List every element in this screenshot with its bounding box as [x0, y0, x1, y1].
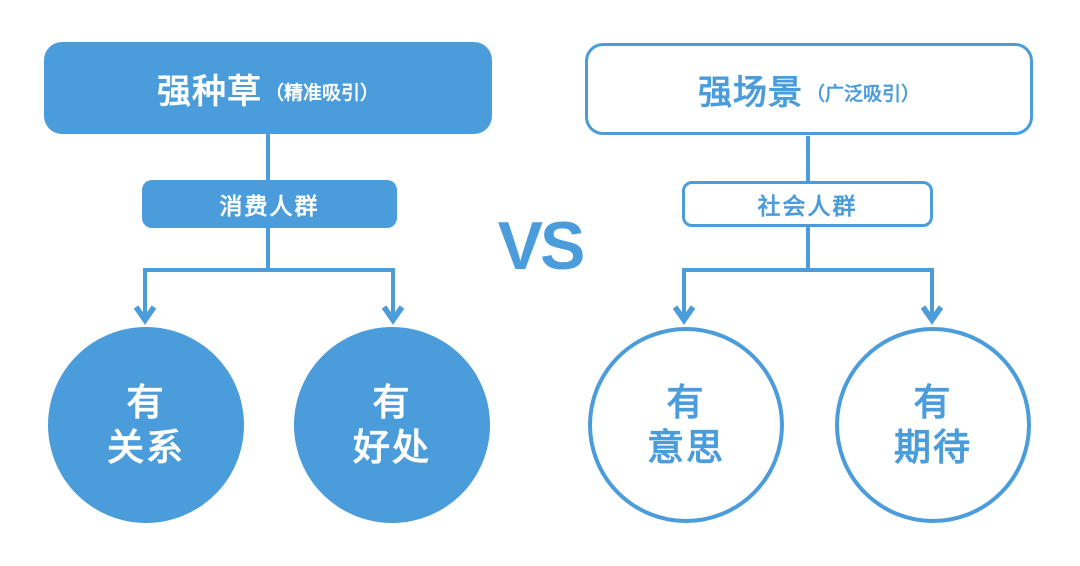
arrowhead-down-icon — [672, 305, 696, 325]
left-group-label: 消费人群 — [219, 193, 320, 219]
vs-label: VS — [497, 208, 586, 284]
right-header-subtitle: （广泛吸引） — [805, 84, 920, 105]
right-group-box: 社会人群 — [682, 181, 933, 227]
left-circle-2: 有 好处 — [294, 327, 490, 523]
right-header-title: 强场景 — [697, 73, 803, 112]
arrowhead-down-icon — [381, 305, 405, 325]
left-circle-1-line1: 有 — [126, 381, 166, 423]
left-circle-1-line2: 关系 — [107, 427, 185, 468]
left-circle-2-line2: 好处 — [353, 427, 431, 468]
right-header-box: 强场景 （广泛吸引） — [585, 43, 1033, 135]
arrowhead-down-icon — [920, 305, 944, 325]
left-header-title: 强种草 — [156, 72, 262, 111]
arrowhead-down-icon — [133, 305, 157, 325]
right-circle-1-line2: 意思 — [647, 427, 725, 468]
left-circle-1: 有 关系 — [48, 327, 244, 523]
right-circle-1: 有 意思 — [588, 327, 784, 523]
right-circle-2-line1: 有 — [913, 381, 953, 423]
left-header-subtitle: （精准吸引） — [264, 83, 379, 104]
left-header-box: 强种草 （精准吸引） — [44, 42, 492, 134]
right-circle-1-line1: 有 — [666, 381, 706, 423]
right-circle-2: 有 期待 — [835, 327, 1031, 523]
left-group-box: 消费人群 — [142, 180, 397, 228]
right-circle-2-line2: 期待 — [894, 427, 972, 468]
left-circle-2-line1: 有 — [372, 381, 412, 423]
right-group-label: 社会人群 — [757, 193, 858, 219]
